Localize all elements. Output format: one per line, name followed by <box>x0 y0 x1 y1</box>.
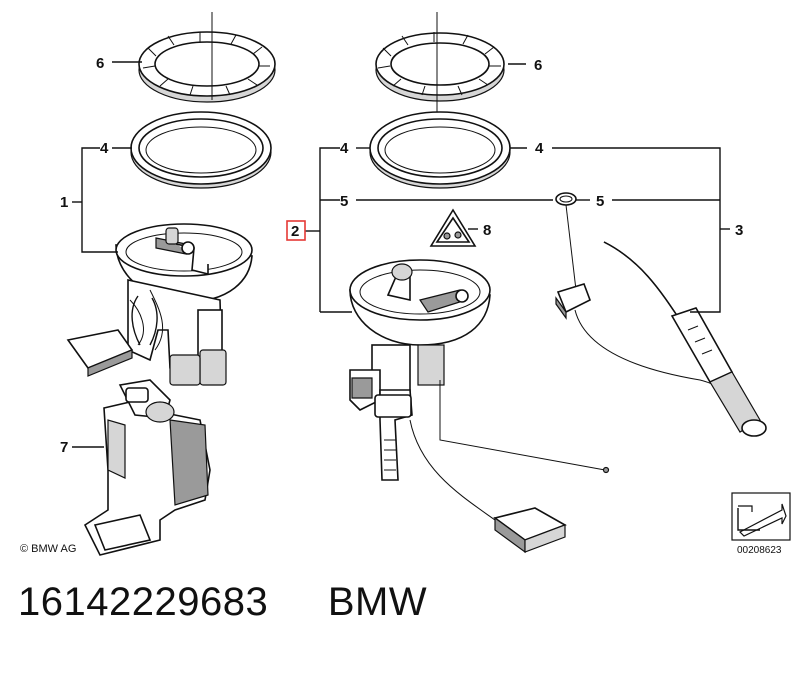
left-seal-ring <box>130 111 272 189</box>
middle-connector <box>493 507 567 554</box>
callout-4-right: 4 <box>535 140 544 157</box>
reference-number: 00208623 <box>737 545 782 556</box>
callout-6-right: 6 <box>534 57 542 74</box>
callout-3: 3 <box>735 222 743 239</box>
callout-2-highlight: 2 <box>286 220 306 241</box>
left-pump-body <box>66 279 227 386</box>
oring-part5 <box>555 192 577 206</box>
callout-5-right: 5 <box>596 193 604 210</box>
callout-2: 2 <box>291 223 299 240</box>
reference-arrow-icon <box>731 492 791 541</box>
callout-7: 7 <box>60 439 68 456</box>
callout-1: 1 <box>60 194 68 211</box>
left-locking-ring <box>138 31 276 103</box>
brand-name: BMW <box>327 580 428 624</box>
fuel-level-sensor-part3 <box>555 241 767 437</box>
callout-6-left: 6 <box>96 55 104 72</box>
callout-8: 8 <box>483 222 491 239</box>
callout-4-left: 4 <box>100 140 109 157</box>
middle-locking-ring <box>375 32 505 102</box>
part-caption: 16142229683 BMW <box>18 580 427 640</box>
middle-seal-ring <box>369 111 511 189</box>
left-bracket-part7 <box>83 379 211 556</box>
callout-4-middle: 4 <box>340 140 349 157</box>
middle-pump-body <box>349 344 610 521</box>
part-number: 16142229683 <box>18 580 269 624</box>
middle-pump-flange <box>349 259 491 346</box>
warning-label-part8 <box>429 208 477 247</box>
callout-5-middle: 5 <box>340 193 348 210</box>
copyright-text: © BMW AG <box>20 543 76 555</box>
